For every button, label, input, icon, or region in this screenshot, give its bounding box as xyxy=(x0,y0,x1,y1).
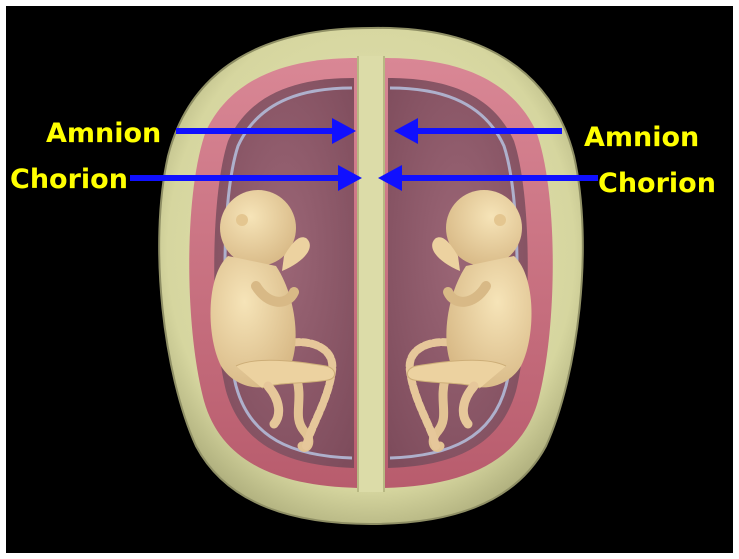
right-chorion-label: Chorion xyxy=(598,168,716,199)
diagram-background: Amnion Chorion Amnion Chorion xyxy=(6,6,733,553)
left-amnion-label: Amnion xyxy=(46,118,161,149)
twin-placenta-illustration: Amnion Chorion Amnion Chorion xyxy=(6,6,733,553)
right-amnion-label: Amnion xyxy=(584,122,699,153)
left-chorion-label: Chorion xyxy=(10,164,128,195)
right-fetus-head xyxy=(446,190,522,266)
left-fetus-head xyxy=(220,190,296,266)
septum xyxy=(358,56,384,492)
